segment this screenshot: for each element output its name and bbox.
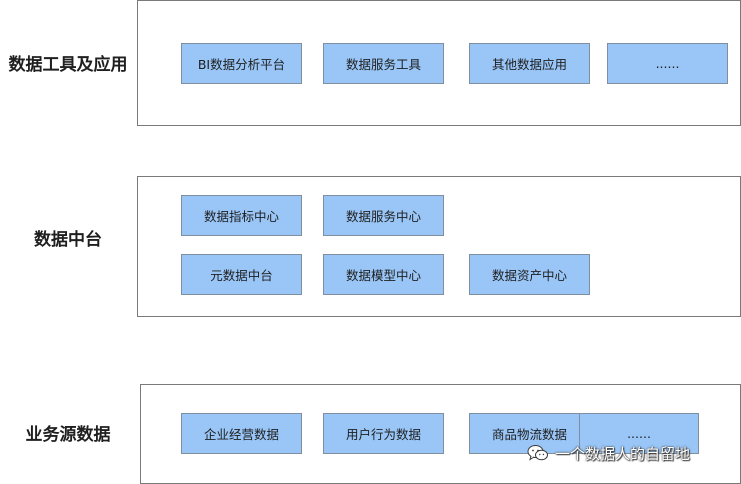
module-more-sources: ...... <box>579 413 699 454</box>
module-data-service-tools: 数据服务工具 <box>323 43 444 84</box>
module-data-service-center: 数据服务中心 <box>323 195 444 236</box>
module-bi-platform: BI数据分析平台 <box>181 43 302 84</box>
module-metrics-center: 数据指标中心 <box>181 195 302 236</box>
module-user-behavior-data: 用户行为数据 <box>323 413 444 454</box>
watermark: 一个数据人的自留地 <box>527 441 690 465</box>
watermark-text: 一个数据人的自留地 <box>555 444 691 463</box>
wechat-icon <box>527 445 548 461</box>
layer-label-data-middle-platform: 数据中台 <box>34 230 102 250</box>
module-product-logistics-data: 商品物流数据 <box>469 413 590 454</box>
module-enterprise-operations-data: 企业经营数据 <box>181 413 302 454</box>
module-more-tools: ...... <box>607 43 728 84</box>
module-other-data-apps: 其他数据应用 <box>469 43 590 84</box>
module-metadata-center: 元数据中台 <box>181 254 302 295</box>
module-data-model-center: 数据模型中心 <box>323 254 444 295</box>
module-data-asset-center: 数据资产中心 <box>469 254 590 295</box>
layer-label-data-tools: 数据工具及应用 <box>8 55 128 75</box>
layer-label-business-source-data: 业务源数据 <box>25 425 111 445</box>
